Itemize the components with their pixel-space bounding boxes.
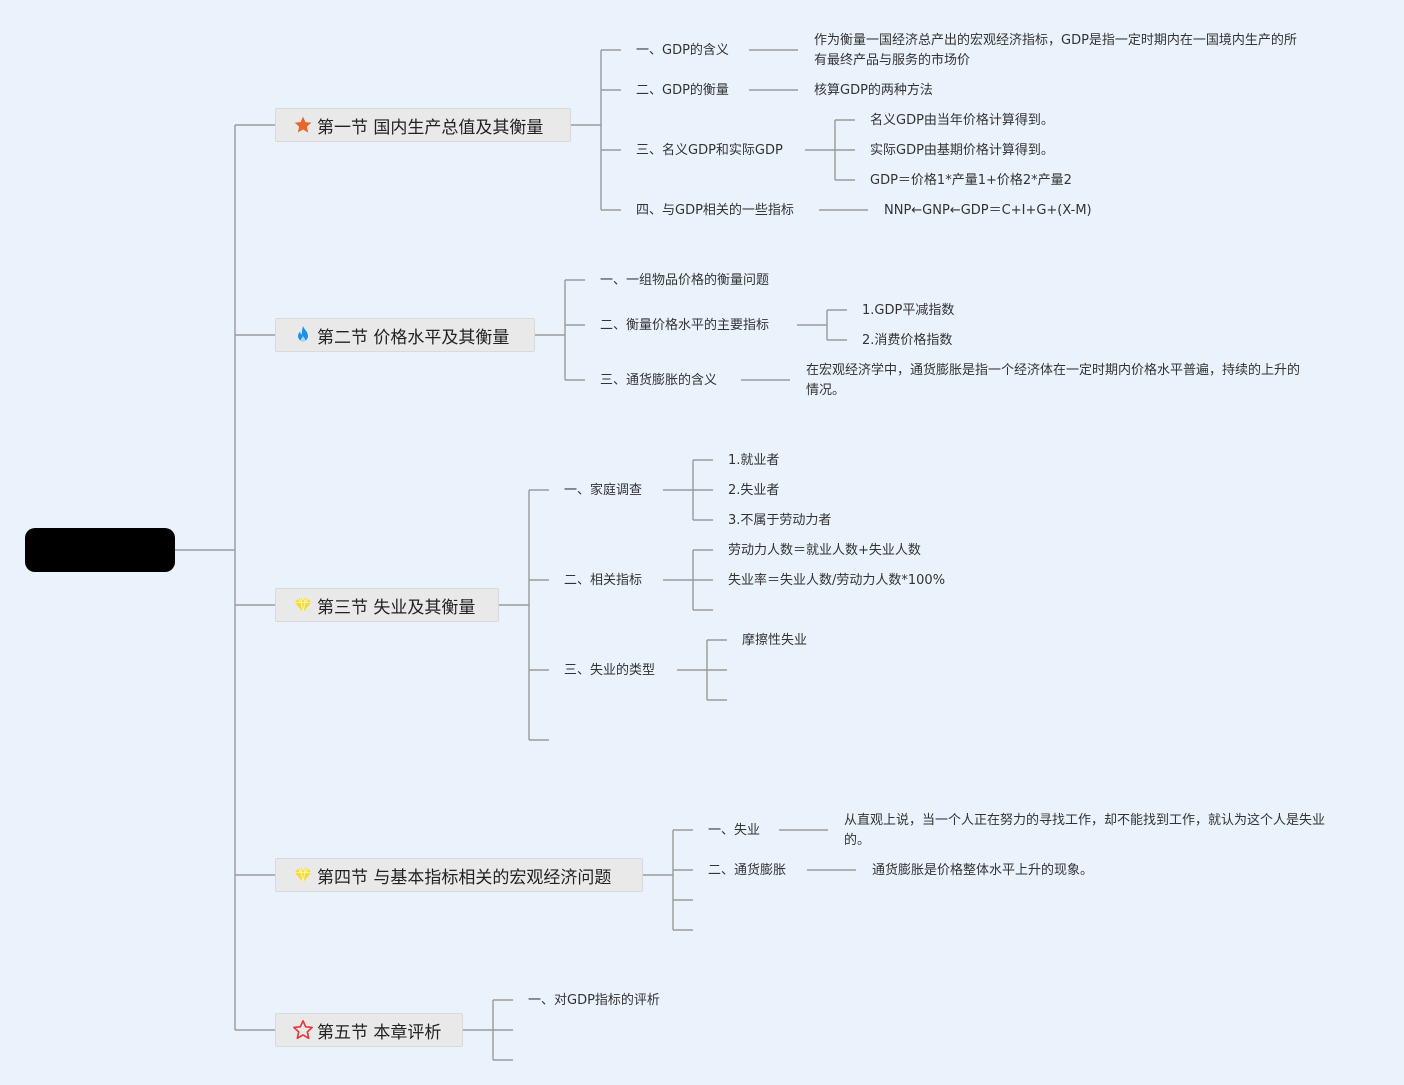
section-2-node[interactable]: 第二节 价格水平及其衡量 (275, 318, 535, 352)
s1-item-3[interactable]: 三、名义GDP和实际GDP (636, 143, 783, 158)
s3-item-3[interactable]: 三、失业的类型 (564, 663, 656, 678)
s1-item-2-note[interactable]: 核算GDP的两种方法 (814, 83, 933, 98)
s1-item-4[interactable]: 四、与GDP相关的一些指标 (636, 203, 794, 218)
section-4-node[interactable]: 第四节 与基本指标相关的宏观经济问题 (275, 858, 643, 892)
section-3-node[interactable]: 第三节 失业及其衡量 (275, 588, 499, 622)
s3-item-2-child-1[interactable]: 劳动力人数＝就业人数+失业人数 (728, 543, 921, 558)
s1-item-3-child-1[interactable]: 名义GDP由当年价格计算得到。 (870, 113, 1054, 128)
s1-item-4-note[interactable]: NNP←GNP←GDP＝C+I+G+(X-M) (884, 203, 1092, 218)
s2-item-3[interactable]: 三、通货膨胀的含义 (600, 373, 718, 388)
s4-item-2-note[interactable]: 通货膨胀是价格整体水平上升的现象。 (872, 863, 1094, 878)
s1-item-3-child-2[interactable]: 实际GDP由基期价格计算得到。 (870, 143, 1054, 158)
blue-flame-icon (292, 324, 314, 346)
yellow-gem-icon (292, 864, 314, 886)
s2-item-1[interactable]: 一、一组物品价格的衡量问题 (600, 273, 770, 288)
s1-item-3-child-3[interactable]: GDP＝价格1*产量1+价格2*产量2 (870, 173, 1072, 188)
section-4-label: 第四节 与基本指标相关的宏观经济问题 (317, 867, 612, 888)
section-1-label: 第一节 国内生产总值及其衡量 (317, 117, 544, 138)
s3-item-3-child-1[interactable]: 摩擦性失业 (742, 633, 808, 648)
s2-item-2-child-1[interactable]: 1.GDP平减指数 (862, 303, 955, 318)
s3-item-2-child-2[interactable]: 失业率＝失业人数/劳动力人数*100% (728, 573, 946, 588)
s3-item-1[interactable]: 一、家庭调查 (564, 483, 643, 498)
s4-item-2[interactable]: 二、通货膨胀 (708, 863, 787, 878)
s4-item-1-note[interactable]: 从直观上说，当一个人正在努力的寻找工作，却不能找到工作，就认为这个人是失业的。 (844, 813, 1326, 848)
s3-item-1-child-3[interactable]: 3.不属于劳动力者 (728, 513, 832, 528)
s3-item-1-child-2[interactable]: 2.失业者 (728, 483, 780, 498)
root-node[interactable] (25, 528, 175, 572)
orange-star-icon (292, 114, 314, 136)
yellow-gem-icon (292, 594, 314, 616)
section-5-node[interactable]: 第五节 本章评析 (275, 1013, 463, 1047)
section-5-label: 第五节 本章评析 (317, 1022, 442, 1043)
s4-item-1[interactable]: 一、失业 (708, 823, 761, 838)
s1-item-2[interactable]: 二、GDP的衡量 (636, 83, 729, 98)
s5-item-1[interactable]: 一、对GDP指标的评析 (528, 993, 660, 1008)
section-1-node[interactable]: 第一节 国内生产总值及其衡量 (275, 108, 571, 142)
s2-item-3-note[interactable]: 在宏观经济学中，通货膨胀是指一个经济体在一定时期内价格水平普遍，持续的上升的情况… (806, 363, 1301, 398)
s2-item-2[interactable]: 二、衡量价格水平的主要指标 (600, 318, 770, 333)
section-2-label: 第二节 价格水平及其衡量 (317, 327, 510, 348)
section-3-label: 第三节 失业及其衡量 (317, 597, 476, 618)
s1-item-1[interactable]: 一、GDP的含义 (636, 43, 729, 58)
s1-item-1-note[interactable]: 作为衡量一国经济总产出的宏观经济指标，GDP是指一定时期内在一国境内生产的所有最… (814, 33, 1297, 68)
s3-item-2[interactable]: 二、相关指标 (564, 573, 643, 588)
red-outline-star-icon (292, 1019, 314, 1041)
s2-item-2-child-2[interactable]: 2.消费价格指数 (862, 333, 953, 348)
s3-item-1-child-1[interactable]: 1.就业者 (728, 453, 780, 468)
